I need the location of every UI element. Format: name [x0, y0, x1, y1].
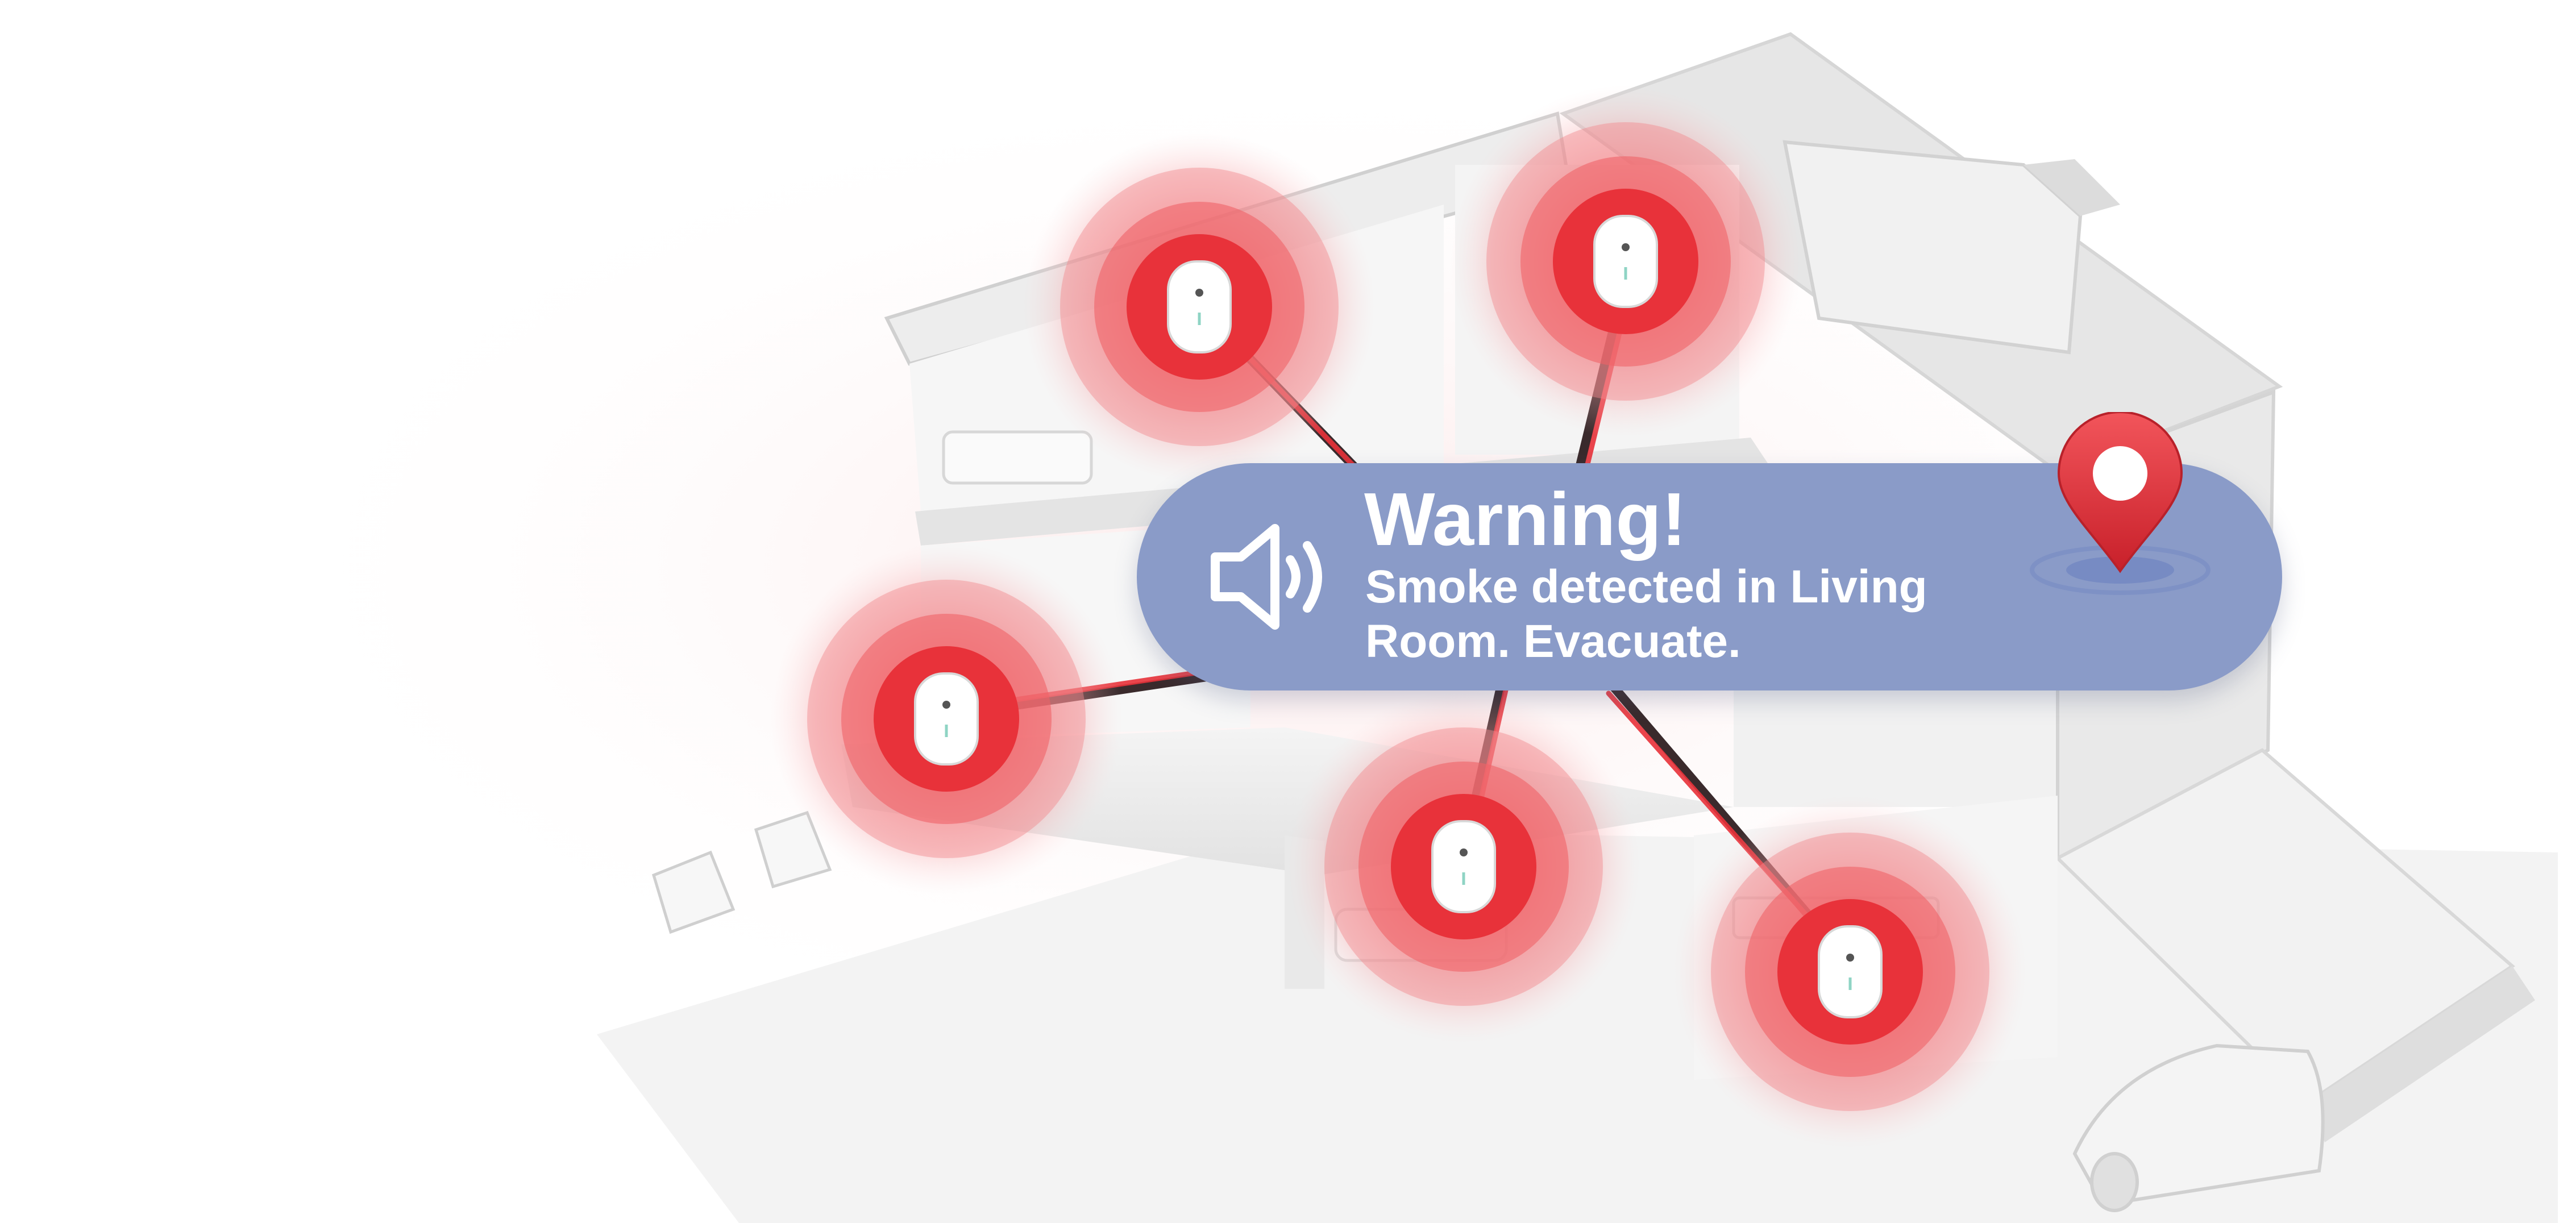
ground	[597, 830, 2558, 1223]
smoke-detector-middle-left[interactable]	[770, 543, 1123, 895]
location-pin-icon[interactable]	[2024, 412, 2217, 605]
warning-title: Warning!	[1364, 477, 1686, 561]
detector-device	[1818, 925, 1883, 1018]
patio-chairs	[651, 810, 832, 934]
warning-message: Smoke detected in Living Room. Evacuate.	[1365, 561, 1927, 667]
detector-device	[1431, 820, 1496, 913]
smoke-detector-upstairs-right[interactable]	[1449, 85, 1802, 438]
smoke-detector-ground-center[interactable]	[1287, 690, 1640, 1043]
detector-device	[1167, 260, 1232, 353]
detector-device	[1593, 215, 1658, 308]
detector-device	[914, 672, 979, 766]
smoke-detector-upstairs-left[interactable]	[1023, 131, 1376, 483]
speaker-icon	[1211, 524, 1322, 630]
smoke-detector-ground-right[interactable]	[1674, 796, 2026, 1148]
bed	[942, 430, 1093, 485]
car	[2072, 1043, 2325, 1212]
